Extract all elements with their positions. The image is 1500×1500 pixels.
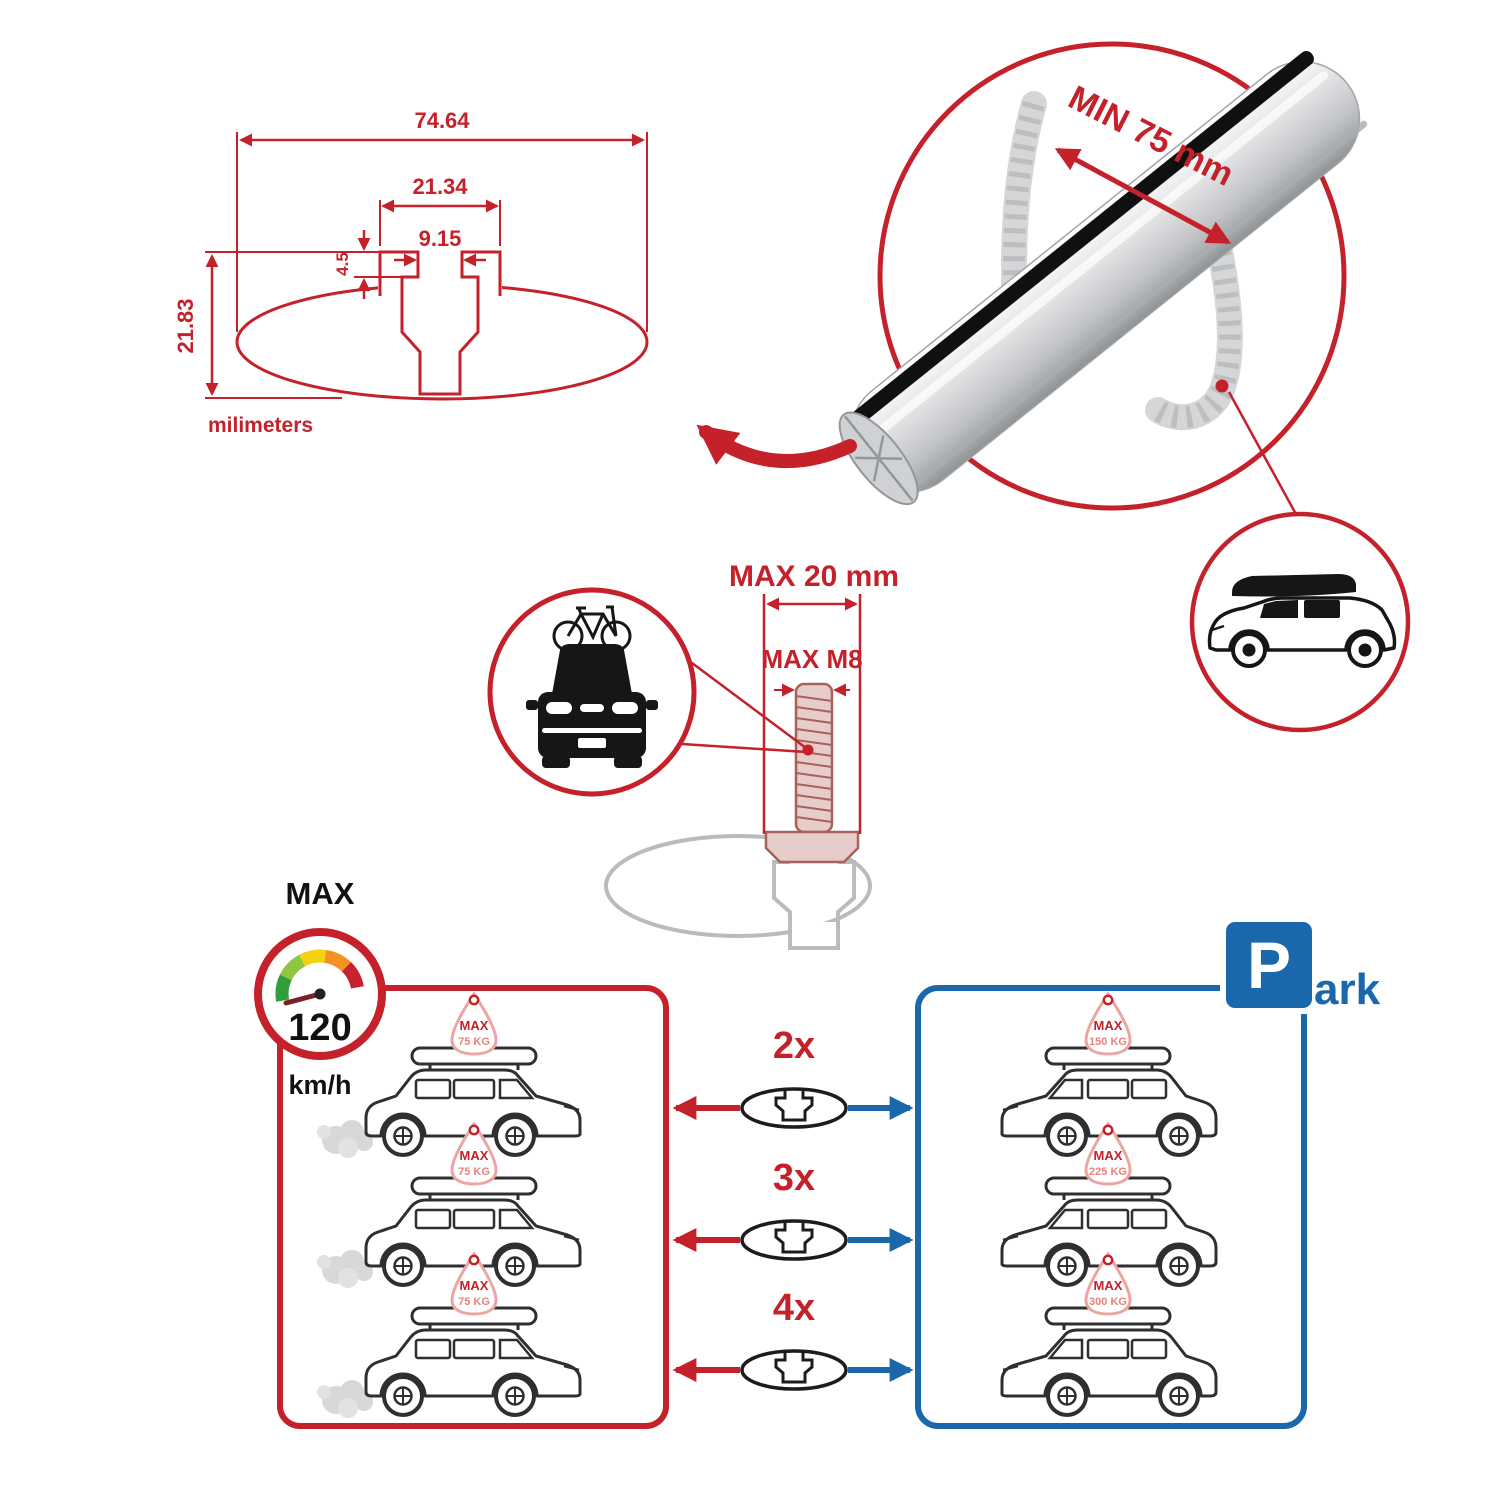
link-line-to-roofbox-car <box>1227 391 1299 517</box>
profile-oval <box>235 283 649 401</box>
parking-sign-letter: P <box>1247 928 1291 1002</box>
dim-total-width-label: 74.64 <box>414 108 470 133</box>
dim-total-width-ext <box>236 132 648 332</box>
speed-unit: km/h <box>288 1070 351 1100</box>
dim-channel-width-ext <box>379 200 501 246</box>
driving-car-1: MAX 75 KG <box>317 992 582 1158</box>
load-tag: MAX 75 KG <box>450 1122 498 1186</box>
tag-caption: MAX <box>1094 1148 1123 1163</box>
parking-car-3: MAX 300 KG <box>1000 1252 1218 1417</box>
tag-value: 150 KG <box>1089 1036 1127 1048</box>
dim-channel-width-label: 21.34 <box>412 174 468 199</box>
leader-line-top <box>687 658 807 750</box>
load-tag: MAX 75 KG <box>450 1252 498 1316</box>
connector-row-1: 2x <box>672 1025 914 1129</box>
parking-sign-square <box>1226 922 1312 1008</box>
bar-end-profile <box>838 411 919 506</box>
dim-head-width-ext <box>762 594 862 834</box>
speed-limit-badge: MAX 120 km/h <box>254 876 386 1100</box>
dim-total-height-label: 21.83 <box>173 298 198 353</box>
cross-section-diagram: 74.64 21.34 9.15 4.5 21.83 milimeters <box>173 108 649 437</box>
crossbar-profile-icon <box>740 1219 848 1261</box>
tag-caption: MAX <box>460 1278 489 1293</box>
leader-line-bottom <box>681 742 807 754</box>
gauge-hub <box>314 988 326 1000</box>
zoom-arrow <box>696 424 857 468</box>
connector-row-3: 4x <box>672 1287 914 1391</box>
bike-car-circle <box>487 587 814 797</box>
tag-value: 300 KG <box>1089 1296 1127 1308</box>
parking-sign-suffix: ark <box>1314 965 1381 1014</box>
max-thread-label: MAX M8 <box>761 644 862 674</box>
bike-icon <box>552 605 632 652</box>
tag-caption: MAX <box>1094 1278 1123 1293</box>
t-bolt-icon <box>764 682 860 864</box>
count-label: 4x <box>773 1287 815 1329</box>
speed-caption: MAX <box>286 876 355 911</box>
gauge-needle <box>283 991 323 1006</box>
dim-total-height-ext <box>205 251 380 399</box>
tag-value: 225 KG <box>1089 1166 1127 1178</box>
max-head-width-label: MAX 20 mm <box>729 560 899 593</box>
tag-caption: MAX <box>460 1148 489 1163</box>
tag-caption: MAX <box>1094 1018 1123 1033</box>
unit-label: milimeters <box>208 414 313 437</box>
car-front-icon <box>526 644 658 768</box>
tag-caption: MAX <box>460 1018 489 1033</box>
tag-value: 75 KG <box>458 1296 490 1308</box>
driving-car-2: MAX 75 KG <box>317 1122 582 1288</box>
count-label: 2x <box>773 1025 815 1067</box>
tag-value: 75 KG <box>458 1166 490 1178</box>
dim-slot-width-label: 9.15 <box>419 226 462 251</box>
load-tag: MAX 75 KG <box>450 992 498 1056</box>
clamp-pointer-dot <box>1215 379 1229 393</box>
count-label: 3x <box>773 1157 815 1199</box>
bar-detail-circle: MIN 75 mm <box>696 41 1368 517</box>
crossbar-profile-icon <box>740 1349 848 1391</box>
gauge-arc <box>275 949 364 1002</box>
connector-row-2: 3x <box>672 1157 914 1261</box>
bolt-detail: MAX 20 mm MAX M8 <box>604 560 899 950</box>
driving-car-3: MAX 75 KG <box>317 1252 582 1418</box>
profile-t-slot <box>378 250 502 396</box>
roofbox-car-icon <box>1207 574 1397 668</box>
bolt-pointer-dot <box>802 744 814 756</box>
tag-value: 75 KG <box>458 1036 490 1048</box>
crossbar-profile-icon <box>740 1087 848 1129</box>
speed-value: 120 <box>288 1007 351 1049</box>
dim-slot-depth-label: 4.5 <box>333 252 352 276</box>
load-tag: MAX 150 KG <box>1084 992 1132 1056</box>
roofbox-car-circle <box>1189 511 1411 733</box>
load-tag: MAX 300 KG <box>1084 1252 1132 1316</box>
parking-sign: P ark <box>1220 916 1381 1014</box>
load-tag: MAX 225 KG <box>1084 1122 1132 1186</box>
parking-car-1: MAX 150 KG <box>1000 992 1218 1157</box>
parking-car-2: MAX 225 KG <box>1000 1122 1218 1287</box>
min-span-arrow <box>1054 147 1232 245</box>
